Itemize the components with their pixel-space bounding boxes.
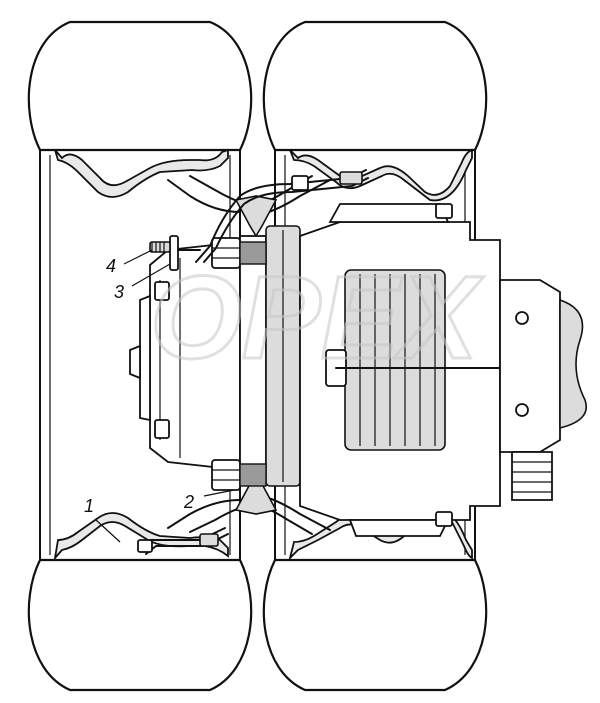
valve-extension-top [195,169,369,263]
leader-2 [203,489,235,497]
brake-drum [129,240,241,472]
leader-4 [123,249,153,265]
valve-mount-bracket [149,235,201,271]
callout-leaders [95,249,235,543]
callout-3: 3 [114,282,124,302]
callout-2: 2 [183,492,194,512]
left-tire [27,20,253,692]
callout-1: 1 [84,496,94,516]
wheel-stud-bottom [211,459,267,491]
valve-extension-bottom [137,527,229,555]
caliper-bellows [511,451,553,501]
leader-3 [131,263,171,287]
watermark-text: OPEX [150,252,484,384]
right-tire [262,20,488,692]
left-rim-top [54,148,229,198]
wheel-stud-top [211,237,267,269]
right-rim-top [289,148,473,202]
callout-4: 4 [106,256,116,276]
leader-1 [95,519,121,543]
brake-caliper [299,203,587,537]
left-rim-bottom [53,512,229,561]
